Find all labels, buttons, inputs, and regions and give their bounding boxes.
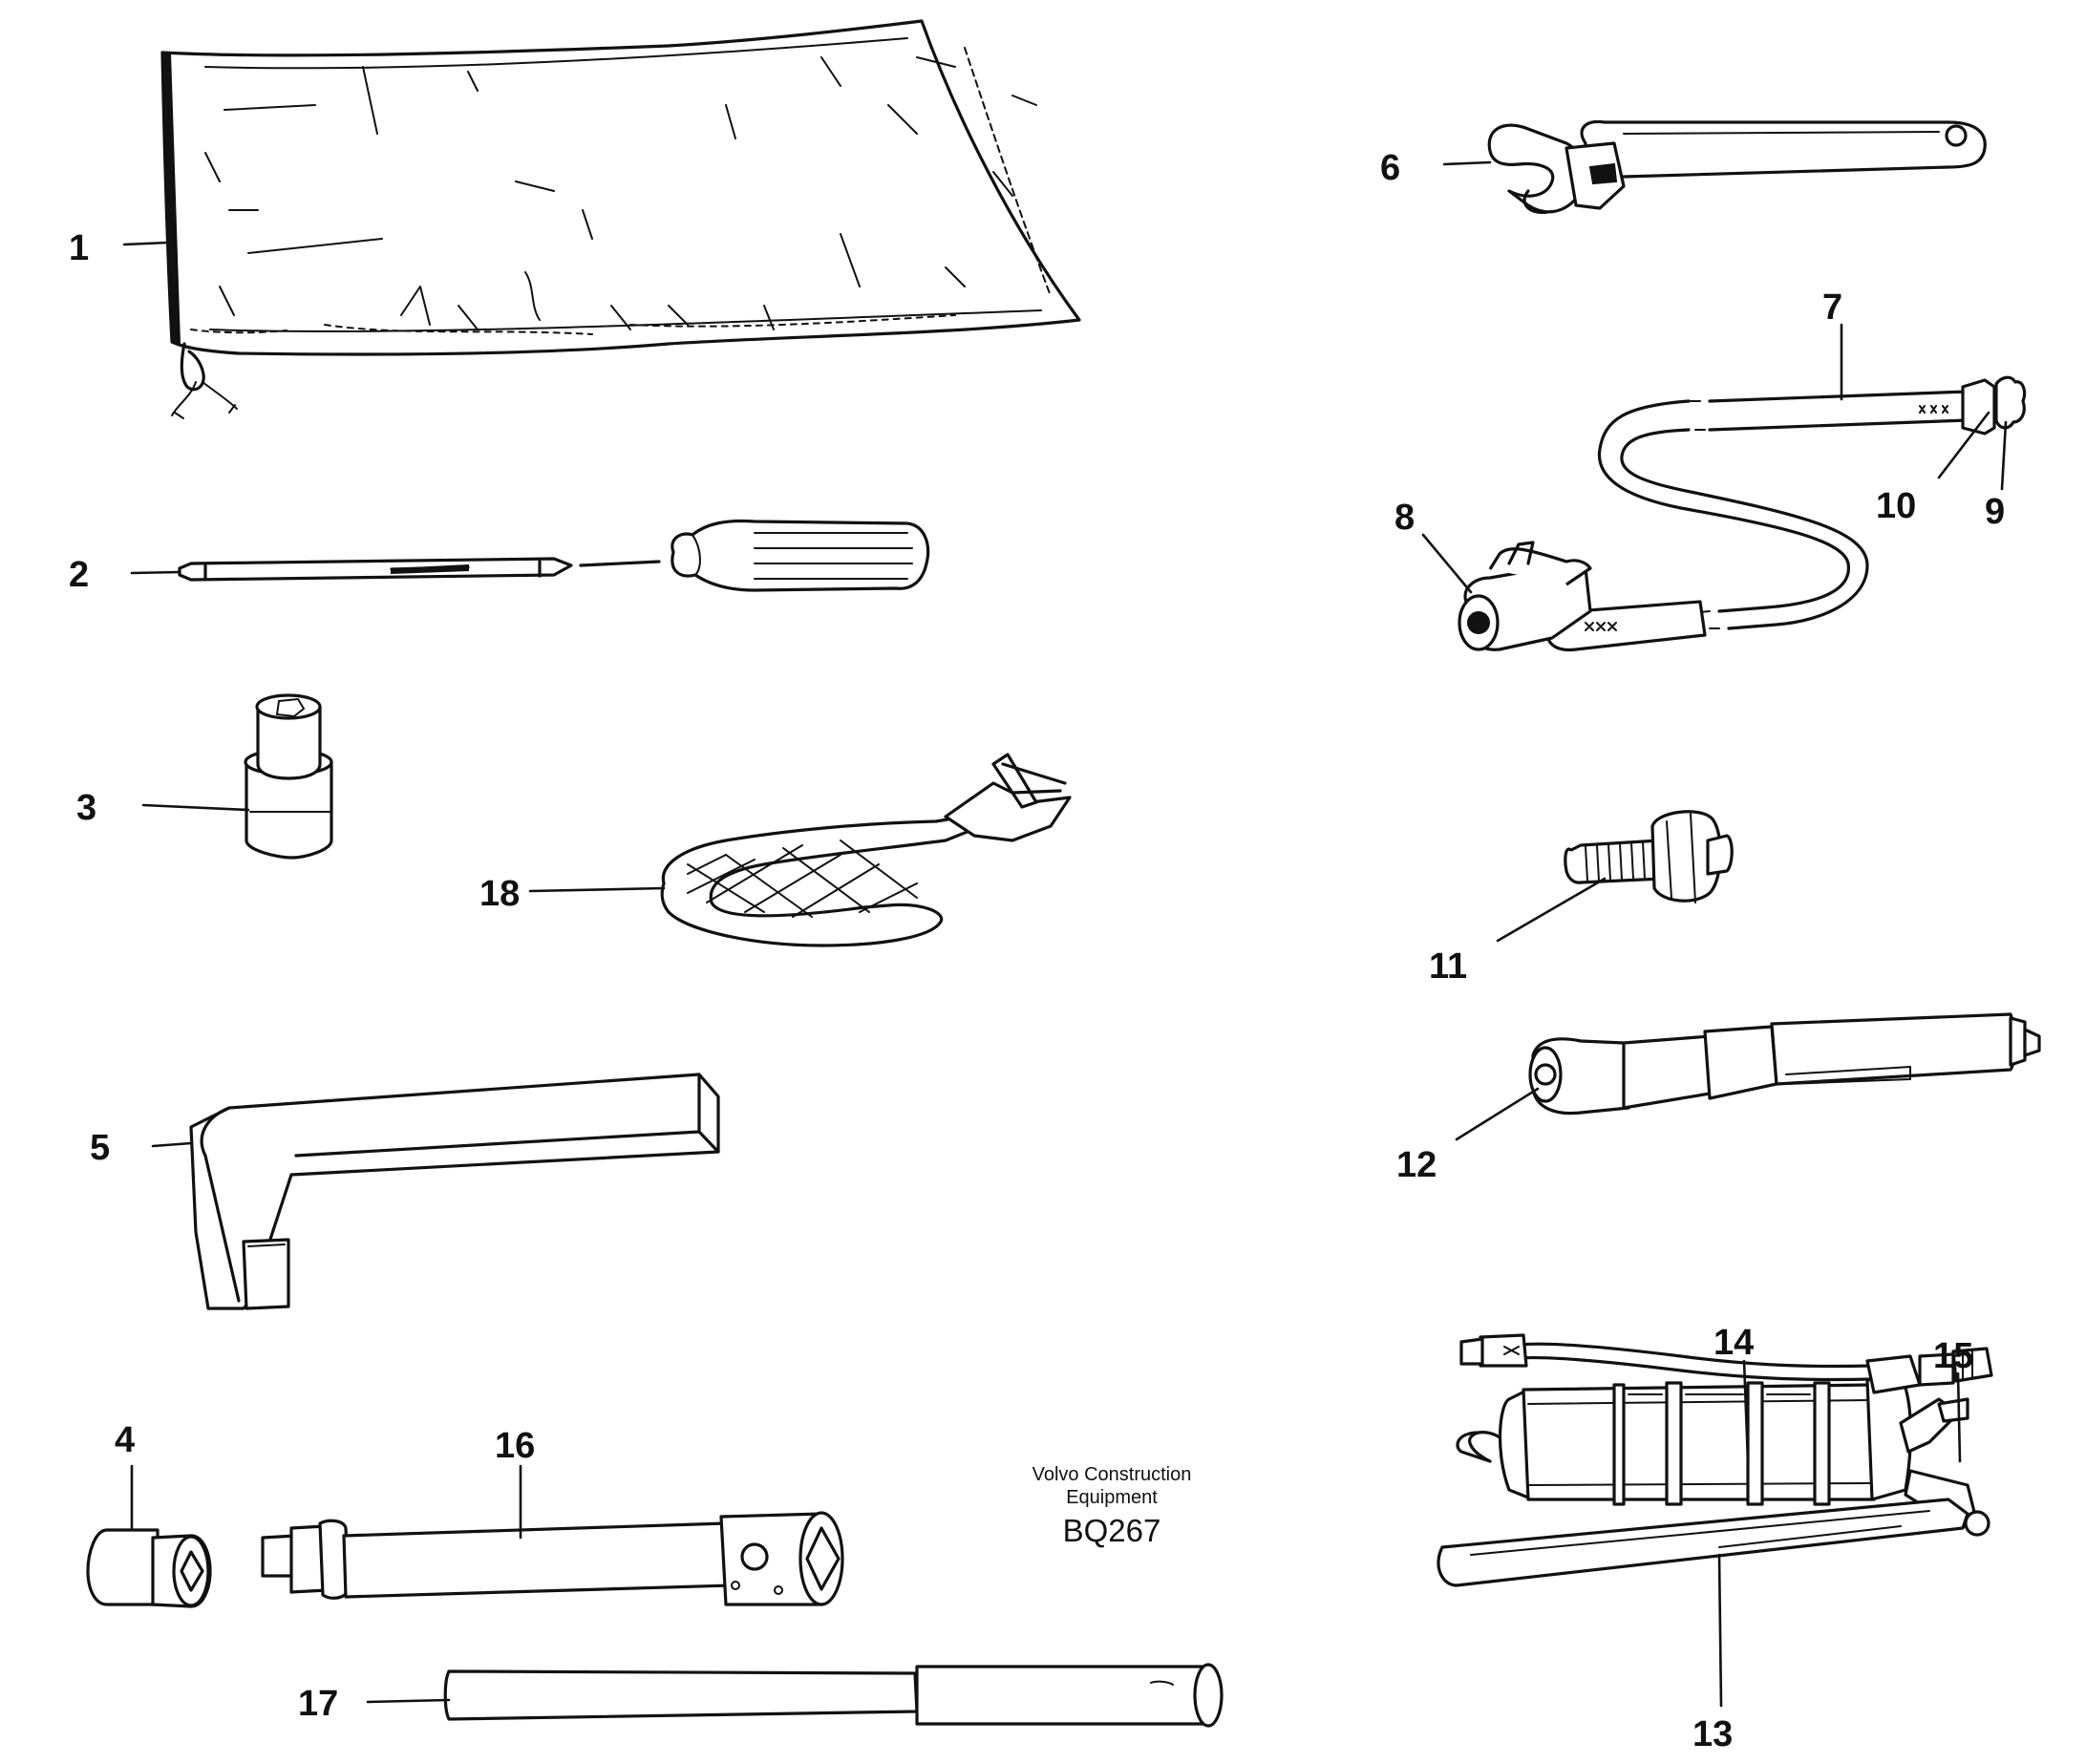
callout-11: 11 <box>1429 946 1467 987</box>
callout-17: 17 <box>298 1684 338 1724</box>
leader-lines <box>122 160 2008 1708</box>
hex-key-illustration <box>189 1073 720 1310</box>
grease-gun-illustration <box>1437 1333 1993 1587</box>
figure-credit: Volvo Construction Equipment BQ267 <box>1032 1464 1192 1548</box>
callout-labels: 1 2 3 4 5 6 7 8 9 10 11 12 13 14 15 16 1… <box>69 148 2005 1754</box>
strap-illustration <box>660 753 1072 947</box>
callout-5: 5 <box>90 1128 110 1168</box>
credit-line-1: Volvo Construction <box>1032 1464 1192 1485</box>
adjustable-wrench-illustration <box>1487 119 1987 215</box>
callout-9: 9 <box>1985 492 2005 532</box>
callout-8: 8 <box>1394 498 1415 538</box>
callout-1: 1 <box>69 228 89 268</box>
tommy-bar-illustration <box>443 1663 1224 1728</box>
callout-13: 13 <box>1692 1714 1733 1754</box>
callout-6: 6 <box>1380 148 1400 188</box>
callout-10: 10 <box>1876 486 1916 526</box>
figure-code: BQ267 <box>1063 1513 1161 1548</box>
callout-16: 16 <box>495 1426 535 1466</box>
socket-3-illustration <box>244 693 333 860</box>
callout-14: 14 <box>1714 1323 1754 1363</box>
socket-4-illustration <box>86 1528 212 1608</box>
callout-18: 18 <box>479 874 520 914</box>
callout-15: 15 <box>1933 1336 1973 1376</box>
callout-12: 12 <box>1396 1145 1437 1185</box>
box-wrench-illustration <box>261 1511 844 1606</box>
valve-fitting-illustration <box>1564 810 1734 903</box>
screwdriver-illustration <box>178 519 930 592</box>
callout-4: 4 <box>115 1420 135 1460</box>
credit-line-2: Equipment <box>1066 1487 1158 1508</box>
callout-2: 2 <box>69 555 89 595</box>
pressure-gauge-illustration <box>1528 1012 2041 1116</box>
tire-inflator-illustration <box>1458 375 2027 652</box>
callout-3: 3 <box>76 788 96 828</box>
callout-7: 7 <box>1822 287 1842 328</box>
tool-bag-illustration <box>160 19 1081 419</box>
